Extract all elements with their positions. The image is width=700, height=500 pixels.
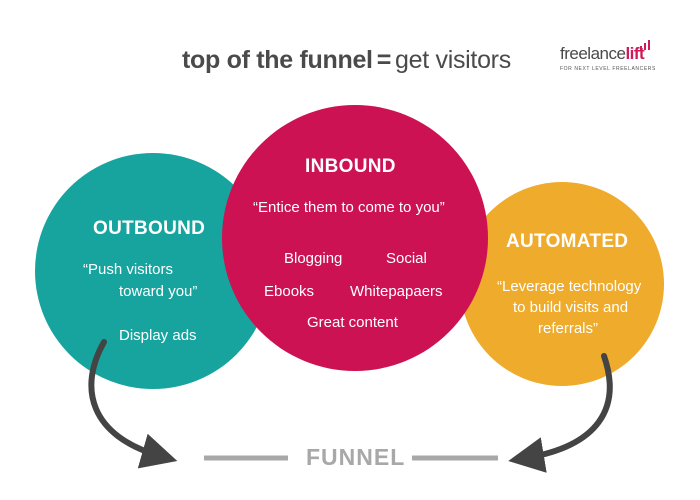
inbound-item-great-content: Great content (307, 314, 398, 331)
outbound-quote-line2: toward you” (119, 283, 198, 300)
automated-quote-line3: referrals” (538, 320, 599, 337)
inbound-item-social: Social (386, 250, 427, 267)
logo-bars-icon (640, 40, 650, 50)
logo-tagline: FOR NEXT LEVEL FREELANCERS (560, 66, 656, 72)
logo-wordmark: freelancelift (560, 44, 660, 64)
inbound-item-ebooks: Ebooks (264, 283, 315, 300)
right-curved-arrow-icon (508, 353, 613, 473)
title-equals: = (376, 46, 392, 74)
inbound-item-whitepapaers: Whitepapaers (350, 283, 443, 300)
automated-quote-line2: to build visits and (513, 299, 629, 316)
inbound-circle (222, 105, 488, 371)
automated-heading: AUTOMATED (506, 231, 629, 252)
inbound-quote: “Entice them to come to you” (253, 199, 445, 216)
outbound-quote-line1: “Push visitors (83, 261, 174, 278)
automated-quote-line1: “Leverage technology (497, 278, 642, 295)
left-curved-arrow-icon (88, 339, 178, 469)
freelancelift-logo: freelancelift FOR NEXT LEVEL FREELANCERS (560, 40, 660, 72)
title-light: get visitors (395, 46, 511, 74)
outbound-item-display-ads: Display ads (119, 327, 197, 344)
outbound-circle (35, 153, 271, 389)
automated-circle (460, 182, 664, 386)
logo-word-prefix: freelance (560, 44, 626, 63)
logo-word-suffix: lift (625, 44, 645, 63)
outbound-heading: OUTBOUND (93, 218, 206, 239)
page-title: top of the funnel=get visitors (182, 46, 511, 75)
title-bold: top of the funnel (182, 46, 373, 74)
inbound-heading: INBOUND (305, 156, 396, 177)
funnel-label: FUNNEL (306, 444, 406, 470)
inbound-item-blogging: Blogging (284, 250, 343, 267)
